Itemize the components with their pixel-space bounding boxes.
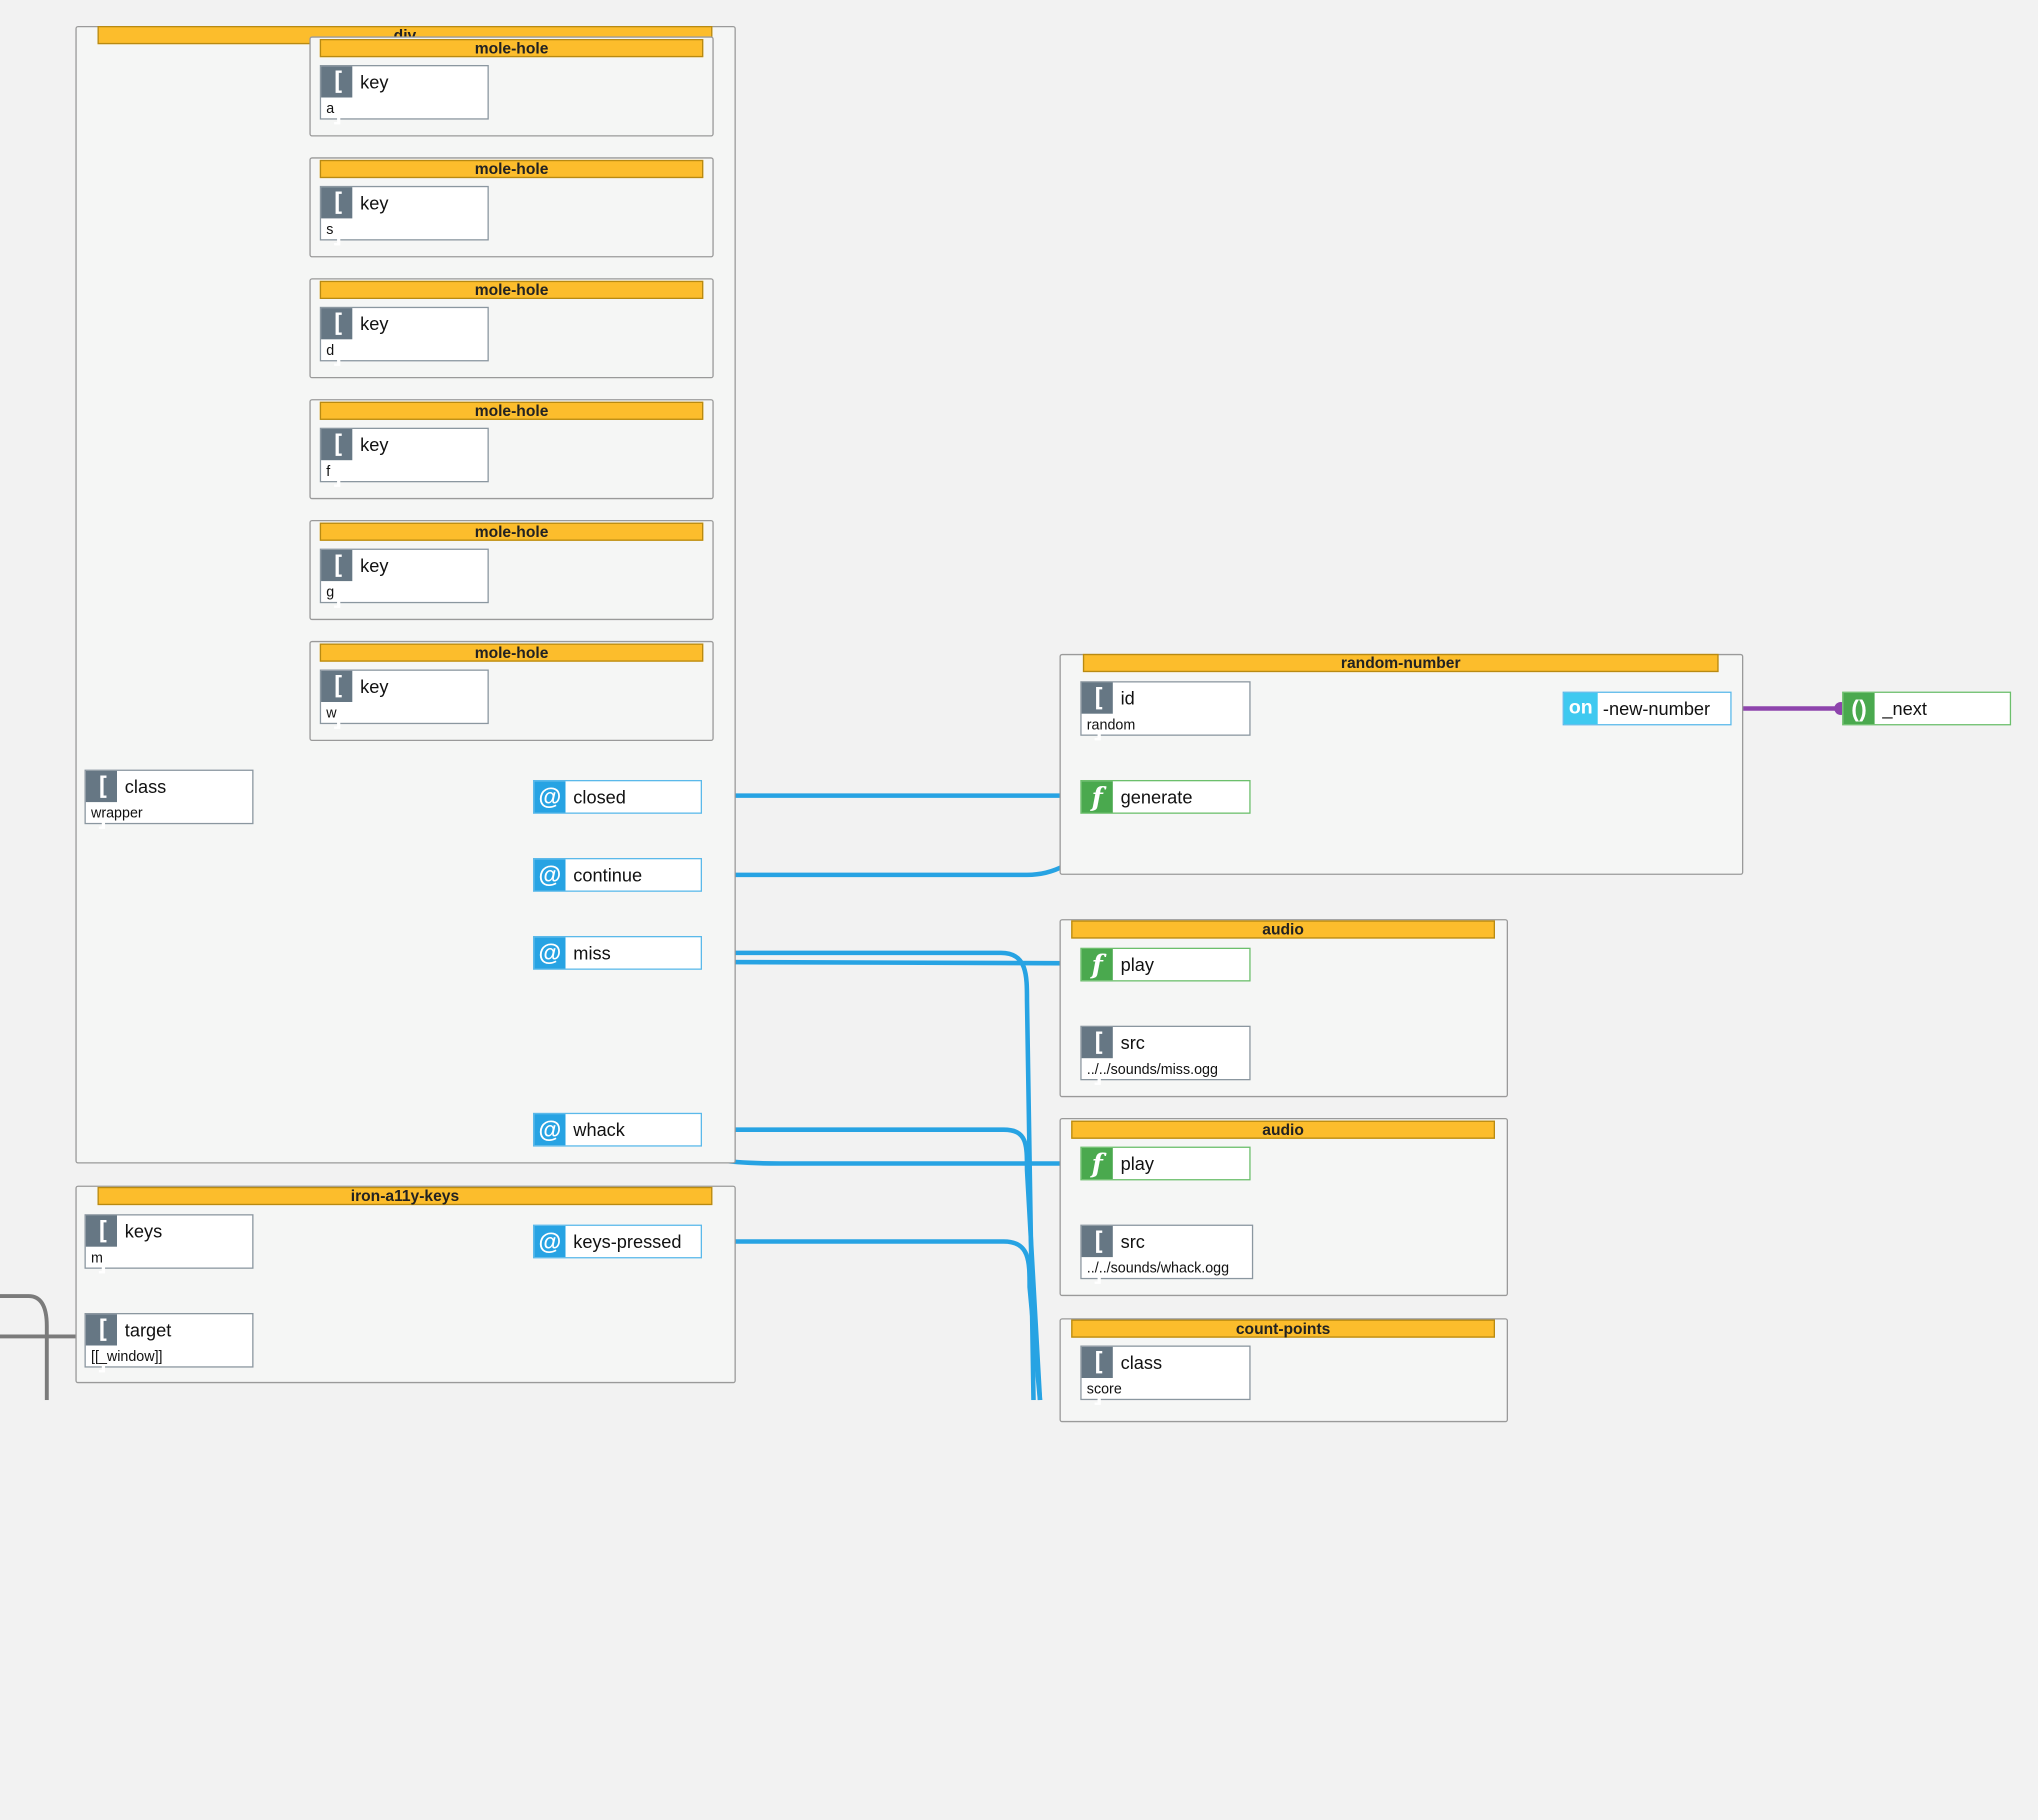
key-property-node[interactable]: [ ] key w	[319, 669, 489, 732]
property-value: d	[326, 343, 335, 359]
function-icon: f	[1081, 948, 1113, 981]
wire-keys-down	[701, 1239, 1043, 1401]
property-value: s	[326, 222, 334, 238]
mole-hole-header: mole-hole	[319, 643, 704, 662]
event-name: continue	[573, 864, 643, 886]
bracket-icon: [ ]	[1081, 1225, 1113, 1287]
id-property-node[interactable]: [ ] id random	[1080, 681, 1251, 744]
miss-event-node[interactable]: @ miss	[533, 935, 702, 970]
closed-event-node[interactable]: @ closed	[533, 780, 702, 814]
method-name: generate	[1120, 786, 1193, 808]
src-property-node[interactable]: [ ] src ../../sounds/whack.ogg	[1080, 1224, 1254, 1287]
property-name: key	[360, 192, 389, 214]
generate-method-node[interactable]: f generate	[1080, 780, 1251, 814]
property-name: class	[124, 776, 167, 797]
method-name: play	[1120, 954, 1154, 975]
mole-hole-header: mole-hole	[319, 39, 704, 58]
key-property-node[interactable]: [ ] key g	[319, 548, 489, 611]
property-name: id	[1120, 687, 1135, 709]
event-name: keys-pressed	[573, 1231, 682, 1252]
event-name: closed	[573, 786, 626, 808]
property-value: f	[326, 464, 331, 480]
bracket-icon: [ ]	[321, 308, 353, 369]
property-name: src	[1120, 1032, 1145, 1053]
bracket-icon: [ ]	[321, 187, 353, 248]
property-name: key	[360, 71, 389, 93]
at-icon: @	[534, 1114, 566, 1146]
audio-header: audio	[1071, 920, 1495, 939]
target-property-node[interactable]: [ ] target [[_window]]	[84, 1313, 254, 1375]
property-value: ../../sounds/whack.ogg	[1086, 1261, 1230, 1277]
property-name: class	[1120, 1352, 1163, 1373]
bracket-icon: [ ]	[85, 770, 117, 832]
bracket-icon: [ ]	[321, 428, 353, 490]
class-property-node[interactable]: [ ] class wrapper	[84, 769, 254, 832]
src-property-node[interactable]: [ ] src ../../sounds/miss.ogg	[1080, 1025, 1251, 1088]
wire-target-ref	[0, 1294, 49, 1401]
new-number-listener-node[interactable]: on -new-number	[1562, 691, 1732, 726]
property-name: key	[360, 676, 389, 697]
wire-miss-down	[701, 950, 1036, 1401]
mole-hole-header: mole-hole	[319, 280, 704, 299]
count-points-header: count-points	[1071, 1319, 1495, 1338]
parens-icon: ()	[1843, 692, 1875, 725]
property-name: key	[360, 313, 389, 335]
property-value: score	[1086, 1381, 1122, 1398]
event-name: miss	[573, 942, 611, 964]
keys-pressed-event-node[interactable]: @ keys-pressed	[533, 1224, 702, 1259]
property-value: random	[1086, 717, 1136, 734]
property-value: m	[91, 1250, 103, 1267]
event-name: -new-number	[1602, 698, 1711, 719]
method-name: play	[1120, 1153, 1154, 1174]
property-name: key	[360, 434, 389, 455]
property-value: [[_window]]	[91, 1349, 163, 1365]
property-name: keys	[124, 1220, 163, 1242]
bracket-icon: [ ]	[1081, 1027, 1113, 1088]
bracket-icon: [ ]	[1081, 682, 1113, 744]
at-icon: @	[534, 937, 566, 969]
random-number-header: random-number	[1082, 653, 1719, 673]
next-call-node[interactable]: () _next	[1842, 691, 2012, 726]
wire-miss-play	[701, 959, 1080, 966]
continue-event-node[interactable]: @ continue	[533, 857, 702, 892]
bracket-icon: [ ]	[85, 1215, 117, 1277]
mole-hole-header: mole-hole	[319, 522, 704, 541]
key-property-node[interactable]: [ ] key d	[319, 306, 489, 369]
property-name: src	[1120, 1231, 1145, 1252]
property-name: key	[360, 555, 389, 576]
at-icon: @	[534, 1225, 566, 1258]
bracket-icon: [ ]	[321, 549, 353, 611]
key-property-node[interactable]: [ ] key f	[319, 427, 489, 490]
function-icon: f	[1081, 781, 1113, 813]
on-icon: on	[1563, 692, 1598, 725]
wire-whack-down	[701, 1127, 1043, 1401]
whack-event-node[interactable]: @ whack	[533, 1112, 702, 1147]
mole-hole-header: mole-hole	[319, 159, 704, 179]
property-value: g	[326, 585, 335, 601]
bracket-icon: [ ]	[321, 66, 353, 127]
event-name: whack	[573, 1119, 625, 1141]
class-property-node[interactable]: [ ] class score	[1080, 1345, 1251, 1408]
property-value: wrapper	[91, 806, 143, 822]
property-name: target	[124, 1319, 172, 1341]
at-icon: @	[534, 859, 566, 891]
property-value: w	[326, 705, 337, 722]
play-method-node[interactable]: f play	[1080, 1146, 1251, 1181]
bracket-icon: [ ]	[321, 670, 353, 732]
call-name: _next	[1882, 698, 1927, 719]
function-icon: f	[1081, 1147, 1113, 1180]
key-property-node[interactable]: [ ] key a	[319, 65, 489, 127]
property-value: ../../sounds/miss.ogg	[1086, 1062, 1218, 1078]
keys-property-node[interactable]: [ ] keys m	[84, 1214, 254, 1277]
key-property-node[interactable]: [ ] key s	[319, 185, 489, 248]
play-method-node[interactable]: f play	[1080, 947, 1251, 982]
property-value: a	[326, 101, 335, 117]
bracket-icon: [ ]	[1081, 1346, 1113, 1408]
bracket-icon: [ ]	[85, 1314, 117, 1375]
at-icon: @	[534, 781, 566, 813]
audio-header: audio	[1071, 1120, 1495, 1139]
iron-a11y-keys-header: iron-a11y-keys	[97, 1186, 713, 1206]
mole-hole-header: mole-hole	[319, 401, 704, 420]
